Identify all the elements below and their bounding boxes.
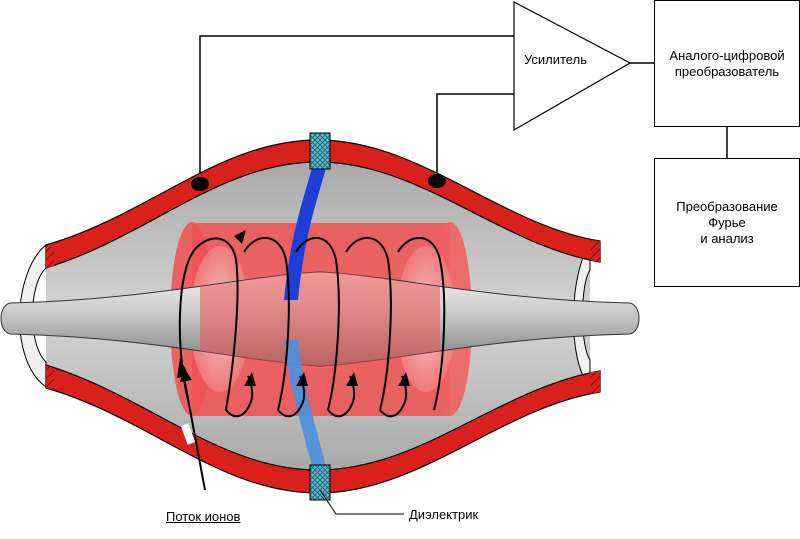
dielectric-strip-bottom <box>284 340 326 466</box>
ion-flow-arrow <box>177 358 206 491</box>
amplifier-symbol <box>513 1 632 132</box>
fourier-analysis-block: Преобразование Фурье и анализ <box>654 158 800 287</box>
adc-block: Аналого-цифровой преобразователь <box>654 0 800 127</box>
insulator-bottom <box>309 464 331 501</box>
upper-contact-left <box>191 177 209 191</box>
amplifier-label: Усилитель <box>524 52 587 67</box>
dielectric-leader <box>319 489 404 515</box>
ion-flow-label: Поток ионов <box>166 509 241 524</box>
dielectric-strip-top <box>284 168 326 300</box>
dielectric-label: Диэлектрик <box>409 507 479 522</box>
ion-injection-slit <box>180 423 196 445</box>
insulator-top <box>309 132 331 170</box>
signal-wires <box>199 35 728 178</box>
upper-contact-right <box>428 174 446 188</box>
